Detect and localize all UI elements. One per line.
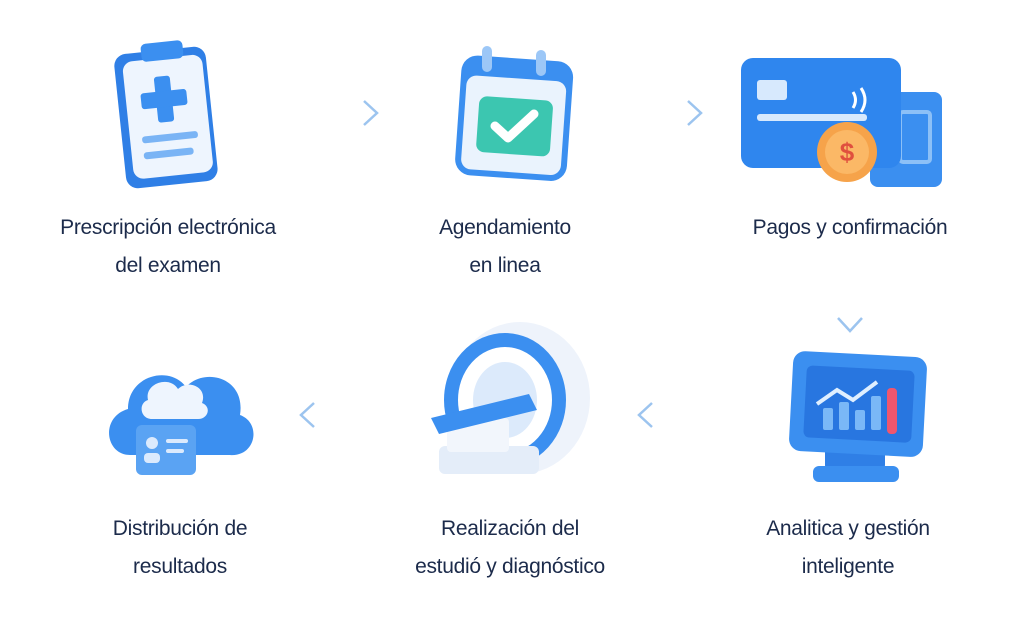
arrow-right-1 [262,100,379,126]
step-label-scheduling: Agendamiento en linea [345,209,665,285]
step-label-line: Prescripción electrónica [60,216,276,239]
mri-scanner-icon [431,322,590,474]
arrow-down [837,252,863,333]
step-label-distribution: Distribución de resultados [20,510,340,586]
arrow-left-2 [299,402,408,428]
step-label-line: Analitica y gestión [766,517,930,540]
credit-card-payment-icon: $ [741,58,942,187]
step-label-payment: Pagos y confirmación [690,209,1010,247]
step-label-prescription: Prescripción electrónica del examen [8,209,328,285]
step-label-line: inteligente [801,555,895,578]
calendar-check-icon [455,46,574,181]
step-label-line: Distribución de [112,517,248,540]
coin-symbol: $ [840,137,855,167]
step-label-line: Pagos y confirmación [752,216,948,239]
clipboard-medical-icon [114,40,218,189]
step-label-line: resultados [133,555,227,578]
step-label-line: en linea [469,254,541,277]
arrow-left-1 [637,402,748,428]
step-label-analytics: Analitica y gestión inteligente [688,510,1008,586]
step-label-line: Realización del [441,517,579,540]
analytics-monitor-icon [789,351,927,482]
arrow-right-2 [620,100,703,126]
step-label-study: Realización del estudió y diagnóstico [350,510,670,586]
step-label-line: Agendamiento [439,216,571,239]
step-label-line: estudió y diagnóstico [415,555,605,578]
step-label-line: del examen [115,254,221,277]
cloud-results-icon [109,375,254,475]
